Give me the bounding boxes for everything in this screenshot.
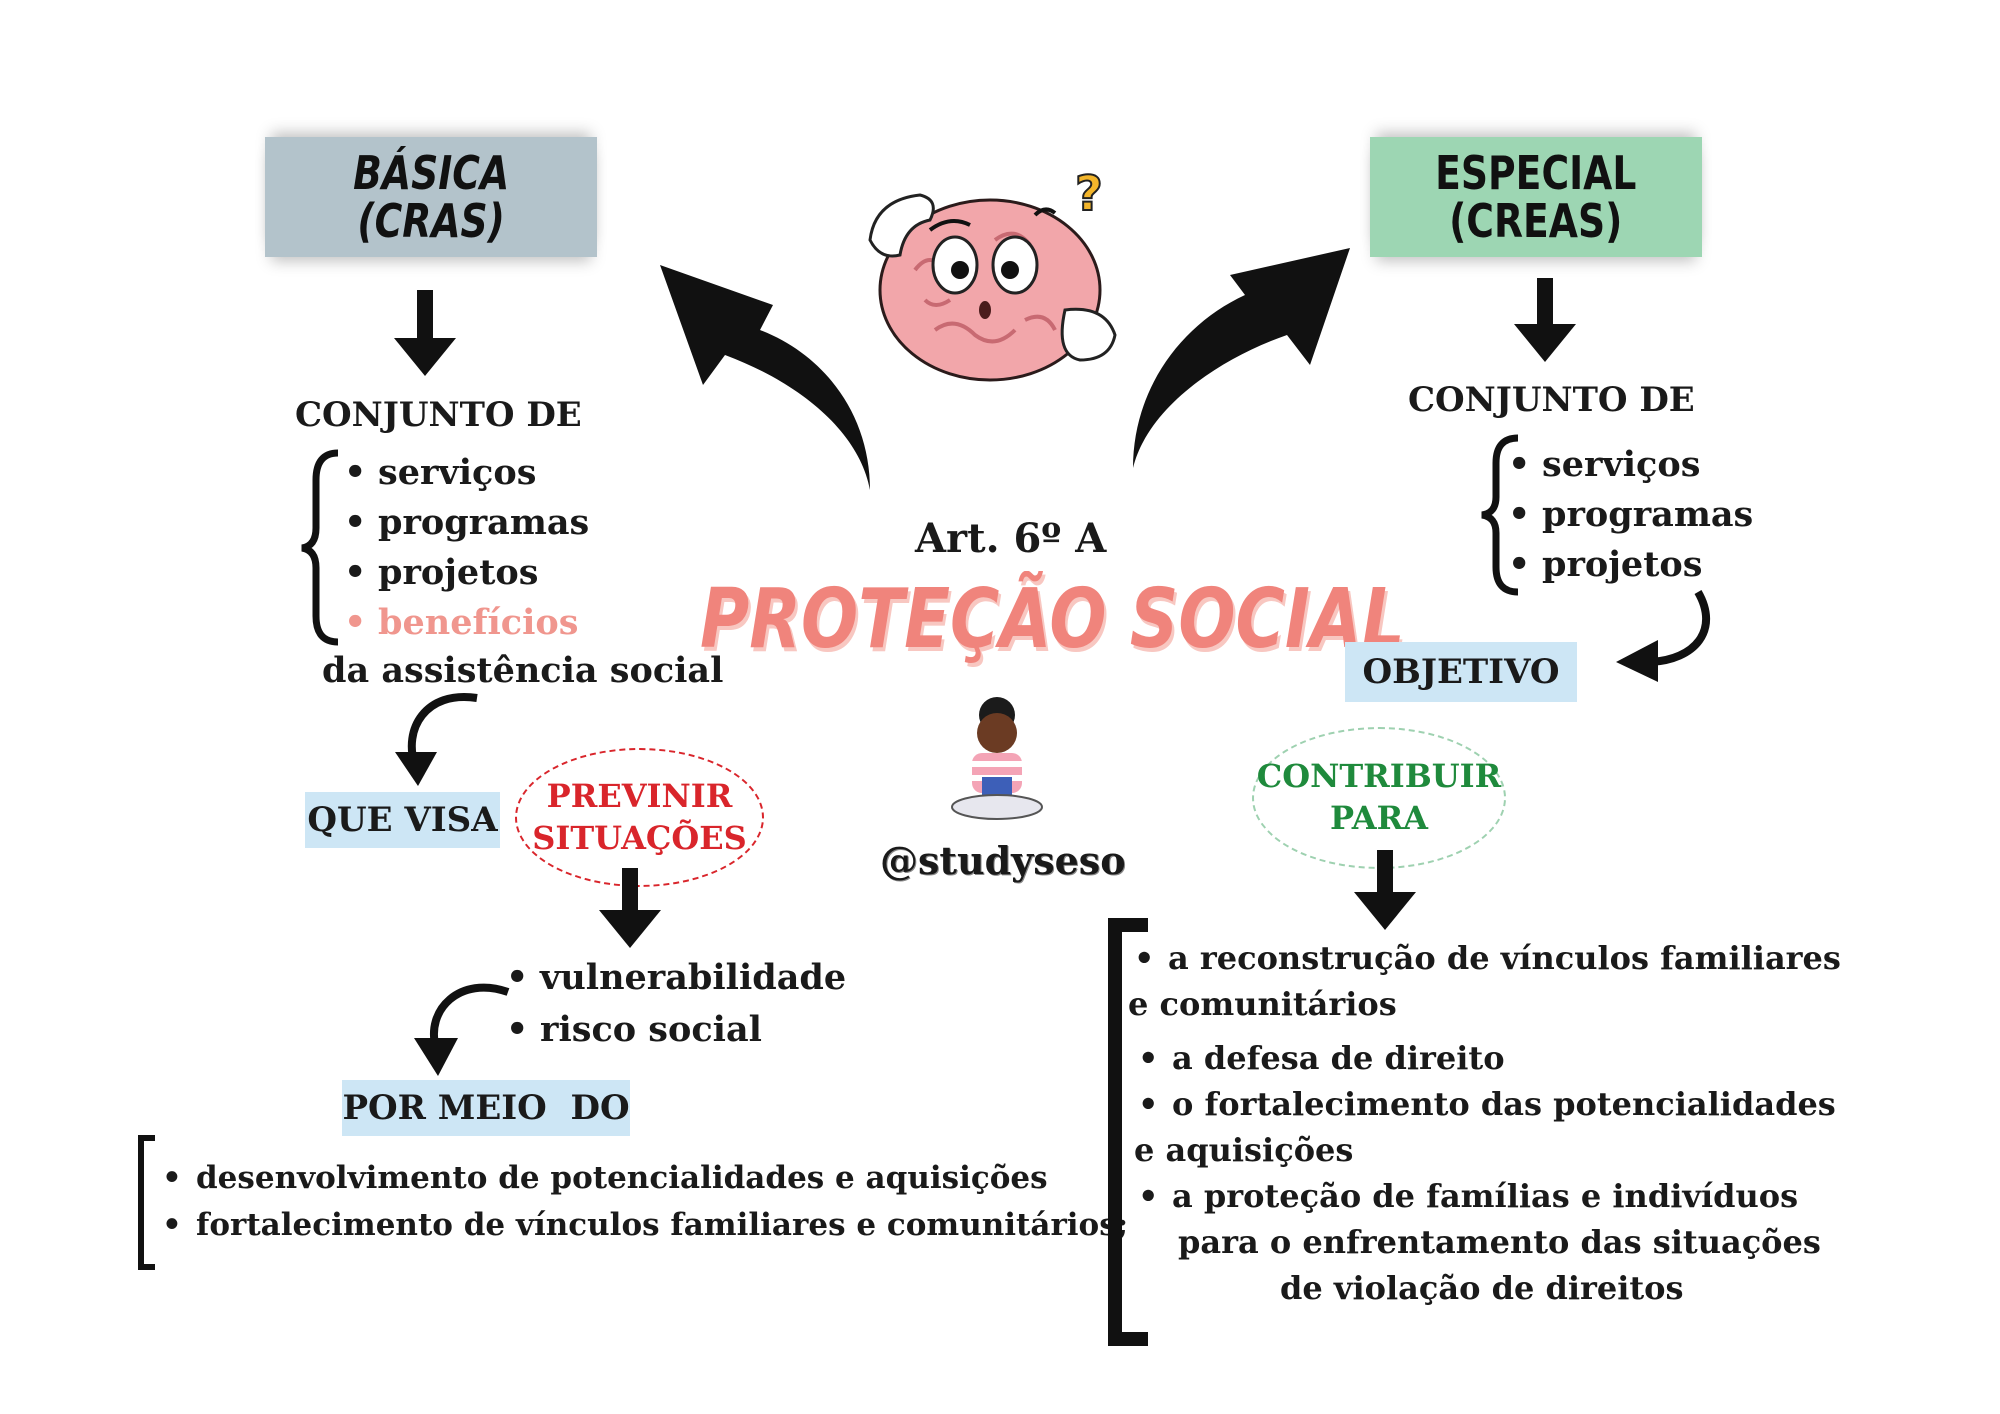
left-conjunto-heading: CONJUNTO DE [295, 395, 582, 435]
goal-4-text: a proteção de famílias e indivíduos [1172, 1177, 1799, 1215]
left-brace-icon [301, 449, 339, 646]
previnir-line2: SITUAÇÕES [532, 818, 747, 857]
brain-mascot-icon: ? [868, 165, 1117, 382]
goal-1-line2: e comunitários [1128, 985, 1397, 1023]
article-label: Art. 6º A [915, 515, 1107, 562]
goal-2-text: a defesa de direito [1172, 1039, 1505, 1077]
list-item: serviços [340, 448, 589, 498]
list-item: serviços [1504, 440, 1753, 490]
contribuir-line2: PARA [1330, 799, 1428, 837]
especial-down-arrow-icon [1514, 278, 1576, 362]
goal-4-line3: de violação de direitos [1280, 1269, 1684, 1307]
basica-title: BÁSICA (CRAS) [352, 145, 510, 248]
left-bracket-icon [138, 1135, 155, 1270]
bullet-icon: • [1134, 939, 1155, 977]
basica-line1: BÁSICA [352, 145, 510, 200]
big-curved-arrow-right-icon [1133, 248, 1350, 468]
que-visa-curved-arrow-icon [395, 692, 478, 786]
list-item: programas [340, 498, 589, 548]
list-item: desenvolvimento de potencialidades e aqu… [158, 1155, 1128, 1202]
previnir-down-arrow-icon [599, 868, 661, 948]
previnir-bubble: PREVINIR SITUAÇÕES [515, 748, 764, 887]
goal-item: • a reconstrução de vínculos familiares e… [1128, 935, 1841, 1027]
contribuir-down-arrow-icon [1354, 850, 1416, 930]
objetivo-curved-arrow-icon [1616, 589, 1711, 682]
list-item: vulnerabilidade [502, 952, 846, 1004]
que-visa-label: QUE VISA [305, 792, 500, 848]
goal-item: • o fortalecimento das potencialidades e … [1130, 1081, 1841, 1173]
goal-3-line2: e aquisições [1134, 1131, 1354, 1169]
goal-4-line2: para o enfrentamento das situações [1178, 1223, 1821, 1261]
contribuir-line1: CONTRIBUIR [1256, 757, 1502, 796]
big-curved-arrow-left-icon [660, 265, 870, 490]
list-item: benefícios [340, 598, 589, 648]
especial-title: ESPECIAL (CREAS) [1435, 145, 1637, 248]
protecao-social-title: PROTEÇÃO SOCIAL [700, 572, 1405, 667]
list-item: fortalecimento de vínculos familiares e … [158, 1202, 1128, 1249]
especial-line1: ESPECIAL [1435, 145, 1637, 200]
contribuir-bubble: CONTRIBUIR PARA [1252, 727, 1506, 869]
objetivo-label: OBJETIVO [1345, 642, 1577, 702]
risk-list: vulnerabilidade risco social [502, 952, 846, 1056]
list-item: projetos [1504, 540, 1753, 590]
bullet-icon: • [1138, 1177, 1159, 1215]
goal-4-line1: • a proteção de famílias e indivíduos [1130, 1173, 1841, 1219]
list-item: projetos [340, 548, 589, 598]
bullet-icon: • [1138, 1085, 1159, 1123]
goals-block: • a reconstrução de vínculos familiares e… [1128, 935, 1841, 1311]
goal-1-line1: • a reconstrução de vínculos familiares [1130, 935, 1841, 981]
handle-label: @studyseso [880, 838, 1126, 883]
goal-3-line1: • o fortalecimento das potencialidades [1130, 1081, 1841, 1127]
student-avatar-icon [951, 697, 1043, 820]
list-item: risco social [502, 1004, 846, 1056]
svg-text:?: ? [1075, 166, 1103, 222]
left-items-list: serviços programas projetos benefícios [340, 448, 589, 648]
goal-3-text: o fortalecimento das potencialidades [1172, 1085, 1836, 1123]
right-items-list: serviços programas projetos [1504, 440, 1753, 590]
meios-list: desenvolvimento de potencialidades e aqu… [158, 1155, 1128, 1249]
goal-item: • a defesa de direito [1130, 1035, 1841, 1081]
previnir-line1: PREVINIR [546, 776, 733, 815]
por-meio-curved-arrow-icon [414, 983, 510, 1076]
por-meio-label: POR MEIO DO [342, 1080, 630, 1136]
basica-line2: (CRAS) [357, 194, 505, 248]
right-conjunto-heading: CONJUNTO DE [1408, 380, 1695, 420]
basica-header: BÁSICA (CRAS) [265, 137, 597, 257]
list-item: programas [1504, 490, 1753, 540]
basica-down-arrow-icon [394, 290, 456, 376]
assistencia-label: da assistência social [322, 650, 724, 691]
right-brace-icon [1481, 434, 1519, 596]
goal-1-text: a reconstrução de vínculos familiares [1168, 939, 1841, 977]
especial-header: ESPECIAL (CREAS) [1370, 137, 1702, 257]
goal-item: • a proteção de famílias e indivíduos par… [1130, 1173, 1841, 1311]
right-bracket-icon [1108, 918, 1148, 1346]
bullet-icon: • [1138, 1039, 1159, 1077]
especial-line2: (CREAS) [1449, 194, 1623, 248]
